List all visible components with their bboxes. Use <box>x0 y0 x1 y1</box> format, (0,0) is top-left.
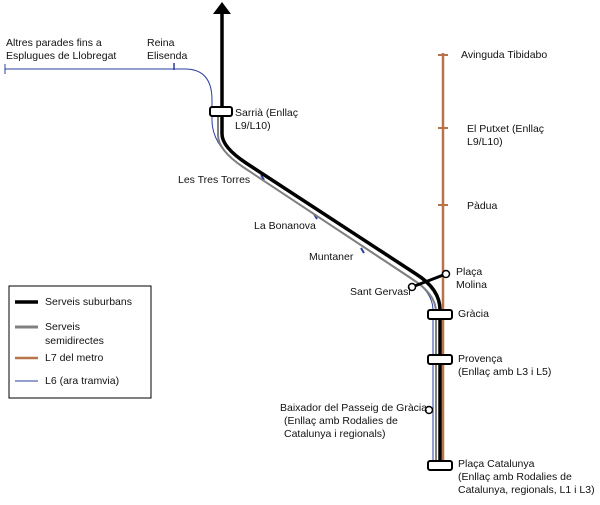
provenca-marker <box>427 354 453 365</box>
label-tres-torres: Les Tres Torres <box>178 174 250 186</box>
label-provenca: Provença(Enllaç amb L3 i L5) <box>458 353 551 378</box>
label-gracia: Gràcia <box>458 308 489 320</box>
label-padua: Pàdua <box>467 200 498 212</box>
suburban-service-line <box>220 12 442 466</box>
placa-catalunya-marker <box>427 460 453 471</box>
legend-label-suburban: Serveis suburbans <box>45 296 132 308</box>
sarria-marker <box>209 106 233 117</box>
passeig-gracia-marker <box>424 405 434 415</box>
sant-gervasi-molina-interchange <box>407 269 451 292</box>
label-sant-gervasi: Sant Gervasi <box>350 286 411 298</box>
arrow-up-icon <box>213 2 231 14</box>
gracia-marker <box>427 309 453 320</box>
label-bonanova: La Bonanova <box>254 220 316 232</box>
legend-label-metro-l7: L7 del metro <box>45 352 104 364</box>
label-muntaner: Muntaner <box>309 251 354 263</box>
label-avinguda-tibidabo: Avinguda Tibidabo <box>461 49 547 61</box>
l7-metro-line <box>438 53 448 470</box>
label-passeig-gracia: Baixador del Passeig de Gràcia(Enllaç am… <box>280 402 427 440</box>
legend-label-tram-l6: L6 (ara tramvia) <box>45 375 119 387</box>
semidirect-service-line <box>217 113 437 466</box>
